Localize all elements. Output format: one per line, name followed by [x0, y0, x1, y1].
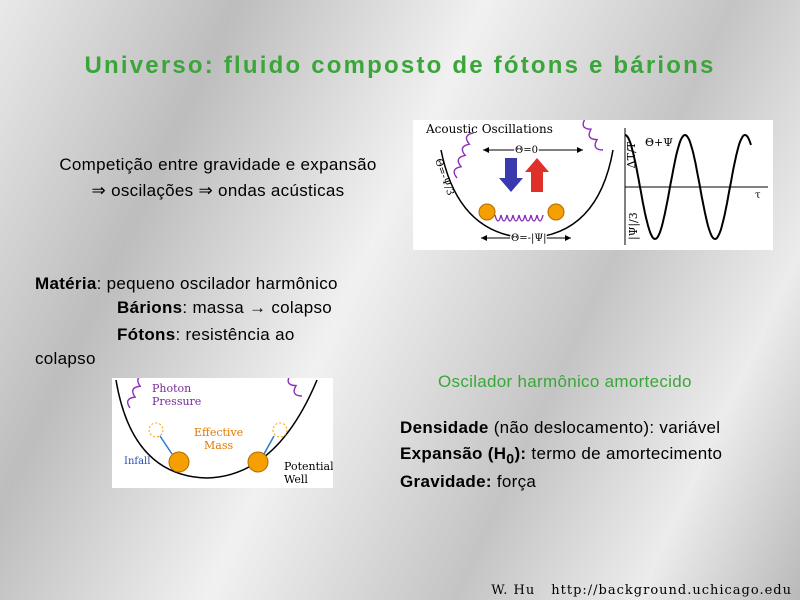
materia-label: Matéria: [35, 274, 97, 293]
baryon-ball-left-icon: [168, 451, 190, 473]
spring-left-icon: [453, 132, 474, 179]
arrow-up-red-icon: [525, 158, 549, 192]
spring-right-icon: [576, 108, 604, 151]
infall-label: Infall: [124, 456, 150, 467]
plot-x-label: τ: [755, 190, 761, 201]
footer: W. Hu http://background.uchicago.edu: [491, 583, 792, 598]
potential-well-curve: [440, 149, 614, 239]
spring-left-icon: [126, 374, 146, 409]
barions-label: Bárions: [117, 298, 183, 317]
footer-url: http://background.uchicago.edu: [551, 583, 792, 598]
plot-series-label: Θ+Ψ: [645, 136, 673, 149]
theta-psi3-label: Θ=-Ψ/3: [432, 157, 455, 197]
expansion-text: termo de amortecimento: [526, 444, 723, 463]
density-line: Densidade (não deslocamento): variável: [400, 418, 720, 438]
acoustic-oscillations-figure: Acoustic Oscillations Θ=0 Θ=-Ψ/3 Θ=-|Ψ| …: [413, 108, 773, 250]
density-text: (não deslocamento): variável: [488, 418, 721, 437]
barions-line: Bárions: massa → colapso: [117, 298, 332, 318]
infall-arrow-left-icon: [159, 435, 173, 455]
footer-author: W. Hu: [491, 583, 536, 598]
competition-line-1: Competição entre gravidade e expansão: [59, 155, 377, 174]
competition-line-2: ⇒ oscilações ⇒ ondas acústicas: [91, 181, 345, 200]
infall-arrow-right-icon: [263, 435, 275, 455]
baryon-ball-left-icon: [478, 203, 496, 221]
fotons-line: Fótons: resistência ao: [117, 325, 295, 345]
colapso-line: colapso: [35, 349, 96, 368]
theta-eq-zero-label: Θ=0: [515, 145, 538, 156]
theta-abs-psi-label: Θ=-|Ψ|: [511, 233, 546, 244]
materia-line: Matéria: pequeno oscilador harmônico: [35, 274, 338, 294]
oscillator-title: Oscilador harmônico amortecido: [438, 372, 692, 391]
gravity-line: Gravidade: força: [400, 472, 536, 492]
expansion-label: Expansão (H0):: [400, 444, 527, 468]
spring-bottom-icon: [494, 214, 544, 222]
materia-text: : pequeno oscilador harmônico: [96, 274, 338, 293]
fotons-text: : resistência ao: [175, 325, 295, 344]
barions-text: : massa → colapso: [182, 298, 333, 317]
competition-text: Competição entre gravidade e expansão ⇒ …: [28, 152, 408, 204]
plot-y-bottom-label: |Ψ|/3: [627, 212, 641, 240]
baryon-ball-right-icon: [547, 203, 565, 221]
arrow-down-blue-icon: [499, 158, 523, 192]
density-label: Densidade: [400, 418, 489, 437]
gravity-text: força: [491, 472, 537, 491]
gravity-label: Gravidade:: [400, 472, 492, 491]
infall-ghost-left: [148, 422, 164, 438]
fotons-label: Fótons: [117, 325, 176, 344]
slide-title: Universo: fluido composto de fótons e bá…: [84, 52, 716, 79]
infall-ghost-right: [272, 422, 288, 438]
spring-right-icon: [281, 364, 303, 397]
cosine-curve: [624, 133, 752, 241]
acoustic-title: Acoustic Oscillations: [425, 122, 553, 136]
baryon-ball-right-icon: [247, 451, 269, 473]
expansion-line: Expansão (H0): termo de amortecimento: [400, 444, 722, 467]
potential-well-curve: [115, 379, 318, 479]
